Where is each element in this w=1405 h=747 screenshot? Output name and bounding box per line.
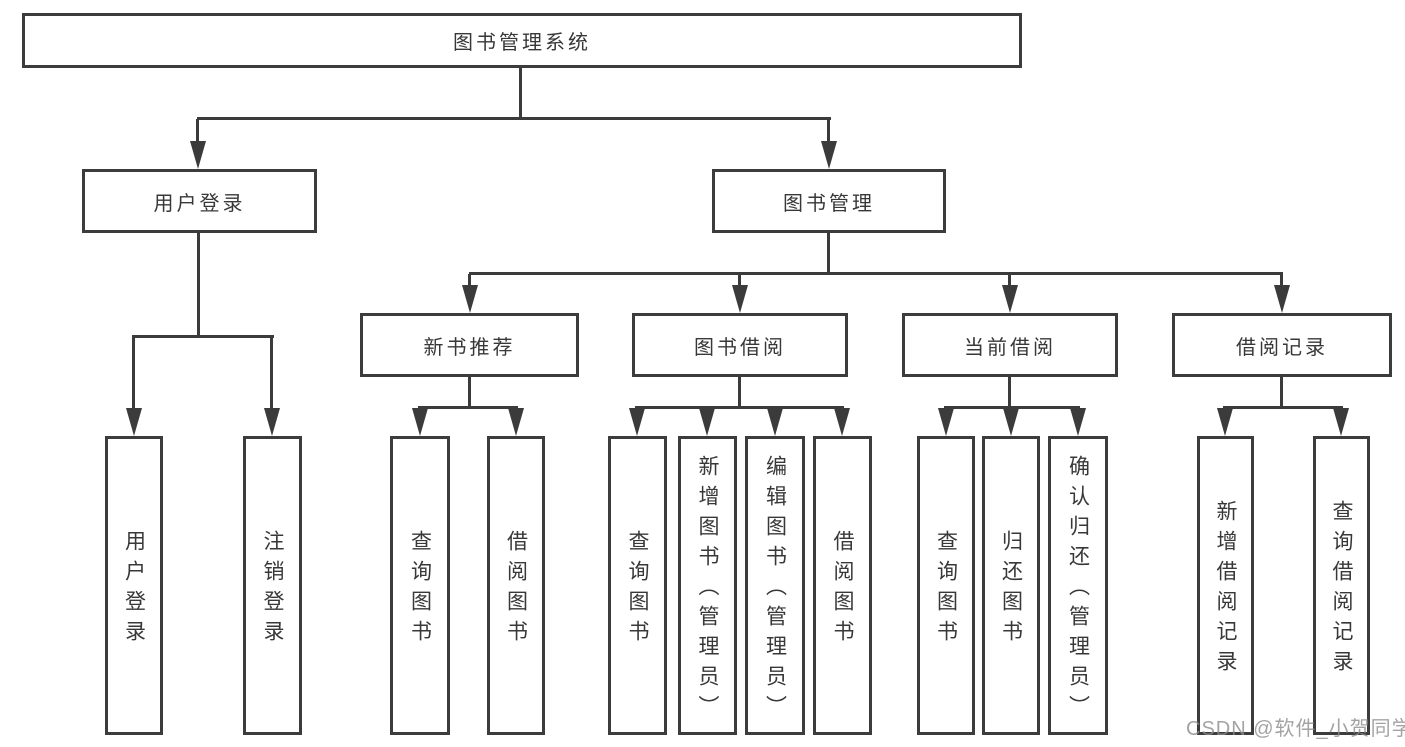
arrow-down-icon [190,141,206,169]
connector-hline [944,406,1080,409]
arrow-down-icon [412,408,428,436]
node-borrow-records: 借阅记录 [1172,313,1392,377]
leaf-edit-books-admin: 编辑图书（管理员） [745,436,805,735]
arrow-down-icon [1274,285,1290,313]
leaf-label: 确认归还（管理员） [1066,455,1090,725]
connector-hline [469,272,1283,275]
leaf-logout: 注销登录 [243,436,302,735]
leaf-label: 编辑图书（管理员） [763,455,787,725]
arrow-down-icon [938,408,954,436]
connector-vline [827,233,830,275]
connector-vline [1280,377,1283,409]
connector-vline [827,119,830,143]
connector-vline [1008,377,1011,409]
leaf-add-books-admin: 新增图书（管理员） [678,436,737,735]
connector-vline [270,337,273,410]
arrow-down-icon [629,408,645,436]
arrow-down-icon [732,285,748,313]
node-label: 图书借阅 [694,336,786,359]
leaf-add-borrow-record: 新增借阅记录 [1197,436,1254,735]
connector-hline [1223,406,1343,409]
arrow-down-icon [1003,408,1019,436]
connector-vline [197,233,200,338]
connector-vline [468,274,471,287]
leaf-label: 查询图书 [626,530,649,650]
connector-vline [1008,274,1011,287]
arrow-down-icon [508,408,524,436]
connector-hline [635,406,844,409]
connector-vline [738,377,741,409]
arrow-down-icon [126,408,142,436]
arrow-down-icon [699,408,715,436]
node-new-book-recommend: 新书推荐 [360,313,579,377]
arrow-down-icon [264,408,280,436]
leaf-label: 查询图书 [934,530,958,650]
arrow-down-icon [1333,408,1349,436]
node-label: 当前借阅 [964,336,1056,359]
connector-hline [418,406,518,409]
leaf-user-login: 用户登录 [105,436,163,735]
node-label: 新书推荐 [423,336,516,359]
leaf-confirm-return-admin: 确认归还（管理员） [1048,436,1108,735]
leaf-label: 注销登录 [261,530,284,650]
csdn-watermark: CSDN @软件_小贺同学 [1186,718,1405,740]
node-book-management: 图书管理 [712,169,946,233]
leaf-label: 新增借阅记录 [1214,500,1237,680]
connector-vline [196,119,199,143]
connector-hline [132,335,274,338]
leaf-borrow-books: 借阅图书 [487,436,545,735]
arrow-down-icon [1002,285,1018,313]
leaf-return-books: 归还图书 [982,436,1040,735]
arrow-down-icon [462,285,478,313]
connector-vline [519,68,522,120]
leaf-label: 归还图书 [999,530,1023,650]
leaf-label: 用户登录 [122,530,146,650]
node-user-login: 用户登录 [82,169,317,233]
leaf-label: 新增图书（管理员） [696,455,719,725]
node-label: 图书管理 [783,192,875,215]
node-label: 用户登录 [153,192,246,215]
arrow-down-icon [767,408,783,436]
node-book-borrow: 图书借阅 [632,313,848,377]
node-current-borrow: 当前借阅 [902,313,1118,377]
connector-vline [468,377,471,409]
leaf-query-books: 查询图书 [390,436,450,735]
leaf-label: 借阅图书 [504,530,528,650]
arrow-down-icon [1217,408,1233,436]
arrow-down-icon [1070,408,1086,436]
node-label: 借阅记录 [1236,336,1328,359]
leaf-label: 借阅图书 [831,530,854,650]
node-label: 图书管理系统 [453,32,591,54]
leaf-query-books: 查询图书 [608,436,667,735]
connector-hline [197,117,831,120]
leaf-label: 查询借阅记录 [1330,500,1353,680]
connector-vline [738,274,741,287]
connector-vline [132,337,135,410]
leaf-label: 查询图书 [408,530,432,650]
leaf-query-borrow-record: 查询借阅记录 [1313,436,1370,735]
connector-vline [1280,274,1283,287]
arrow-down-icon [821,141,837,169]
leaf-query-books: 查询图书 [917,436,975,735]
arrow-down-icon [834,408,850,436]
node-library-management-system: 图书管理系统 [22,13,1022,68]
leaf-borrow-books: 借阅图书 [813,436,872,735]
